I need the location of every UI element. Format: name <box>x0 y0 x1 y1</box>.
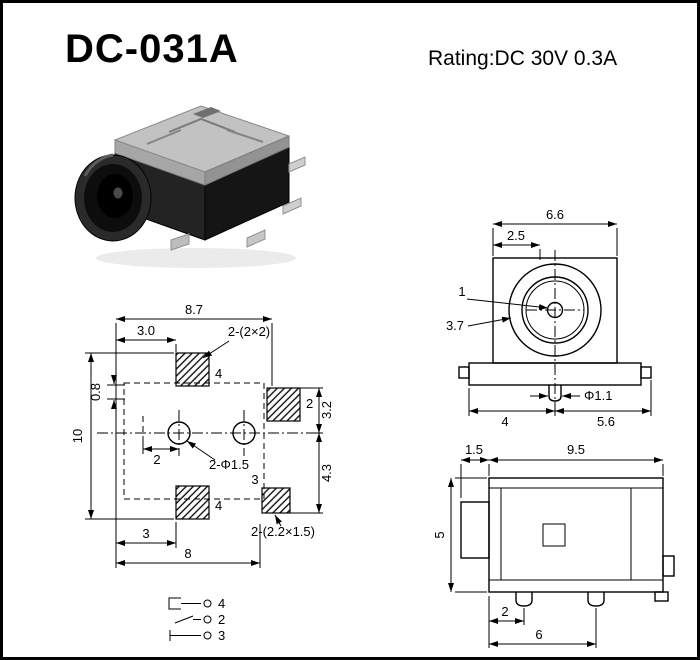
dim-side-leg-pitch: 6 <box>489 608 597 648</box>
dim-upper-right: 3.2 4.3 <box>290 387 334 514</box>
dim-edge-offset: 0.8 <box>88 375 125 409</box>
dim-bottom-offset-label: 3 <box>142 526 149 541</box>
dim-front-left-label: 4 <box>501 414 508 429</box>
dim-side-length-label: 9.5 <box>567 442 585 457</box>
dim-overall-height: 10 <box>70 352 174 520</box>
side-view-drawing: 1.5 9.5 5 2 6 <box>432 442 675 648</box>
footprint-drawing: 4 2 4 3 8.7 3.0 2-(2×2) 0.8 <box>70 302 334 568</box>
dim-overall-height-label: 10 <box>70 429 85 443</box>
pad-top <box>175 352 210 387</box>
label-top-pads-text: 2-(2×2) <box>228 324 270 339</box>
dim-hole-pitch-label: 2 <box>153 452 160 467</box>
pad-right-number: 2 <box>306 396 313 411</box>
dim-bottom-width-label: 8 <box>184 546 191 561</box>
dim-front-inner-label: 2.5 <box>507 228 525 243</box>
pad-bottom-right-number: 3 <box>251 472 258 487</box>
dim-pin-diameter-label: Φ1.1 <box>584 388 612 403</box>
product-photo <box>74 105 306 268</box>
dim-side-leg-pitch-label: 6 <box>535 627 542 642</box>
pad-bottom-left <box>175 485 210 520</box>
dim-hole-pitch: 2 <box>142 440 179 467</box>
dim-barrel-label: 3.7 <box>446 318 464 333</box>
label-bottom-pads: 2-(2.2×1.5) <box>251 514 315 539</box>
pad-right <box>266 387 301 422</box>
dim-front-width: 6.6 <box>492 207 618 256</box>
photo-pin <box>282 197 302 215</box>
photo-pin <box>246 229 266 248</box>
dim-side-leg-offset: 2 <box>488 596 525 648</box>
dim-upper-right-label: 3.2 <box>319 401 334 419</box>
label-holes: 2-Φ1.5 <box>186 440 249 472</box>
dim-front-inner: 2.5 <box>493 228 541 260</box>
dim-front-right-label: 5.6 <box>597 414 615 429</box>
dim-side-length: 9.5 <box>488 442 664 476</box>
label-center-pin: 1 <box>458 284 549 310</box>
dim-bottom: 3 8 <box>116 522 261 568</box>
part-number-title: DC-031A <box>65 27 239 71</box>
dim-pad-offset-top: 3.0 <box>116 323 177 352</box>
rating-text: Rating:DC 30V 0.3A <box>428 47 618 70</box>
photo-pin <box>170 233 190 251</box>
label-bottom-pads-text: 2-(2.2×1.5) <box>251 524 315 539</box>
pad-top-number: 4 <box>215 366 222 381</box>
photo-jack-body <box>74 105 306 268</box>
side-view-outline <box>460 477 675 607</box>
dim-front-bottom: 4 5.6 <box>468 380 652 429</box>
label-holes-text: 2-Φ1.5 <box>209 457 249 472</box>
front-view-drawing: 6.6 2.5 1 3.7 Φ1.1 4 5.6 <box>446 207 652 429</box>
schematic-pin-2-label: 2 <box>218 612 225 627</box>
dim-side-front-label: 1.5 <box>465 442 483 457</box>
dim-lower-right-label: 4.3 <box>319 464 334 482</box>
dim-front-width-label: 6.6 <box>546 207 564 222</box>
schematic-pin-4-label: 4 <box>218 596 225 611</box>
schematic-symbol: 4 2 3 <box>168 596 225 643</box>
photo-pin <box>288 156 306 173</box>
dim-side-leg-offset-label: 2 <box>501 604 508 619</box>
pad-bottom-left-number: 4 <box>215 498 222 513</box>
front-view-outline <box>458 250 652 408</box>
dim-side-height: 5 <box>432 477 487 593</box>
dim-side-height-label: 5 <box>432 531 447 538</box>
dim-barrel: 3.7 <box>446 316 512 333</box>
pad-bottom-right <box>261 487 291 514</box>
dim-pin-diameter: Φ1.1 <box>530 388 612 403</box>
label-top-pads: 2-(2×2) <box>202 324 270 359</box>
dim-edge-offset-label: 0.8 <box>88 383 103 401</box>
dim-side-front: 1.5 <box>460 442 489 498</box>
dim-pad-offset-label: 3.0 <box>137 323 155 338</box>
footprint-pads <box>175 352 301 520</box>
dim-overall-width-label: 8.7 <box>185 302 203 317</box>
dim-overall-width: 8.7 <box>115 302 273 568</box>
label-center-pin-text: 1 <box>458 284 465 299</box>
schematic-pin-3-label: 3 <box>218 628 225 643</box>
jack-symbol <box>168 597 212 641</box>
